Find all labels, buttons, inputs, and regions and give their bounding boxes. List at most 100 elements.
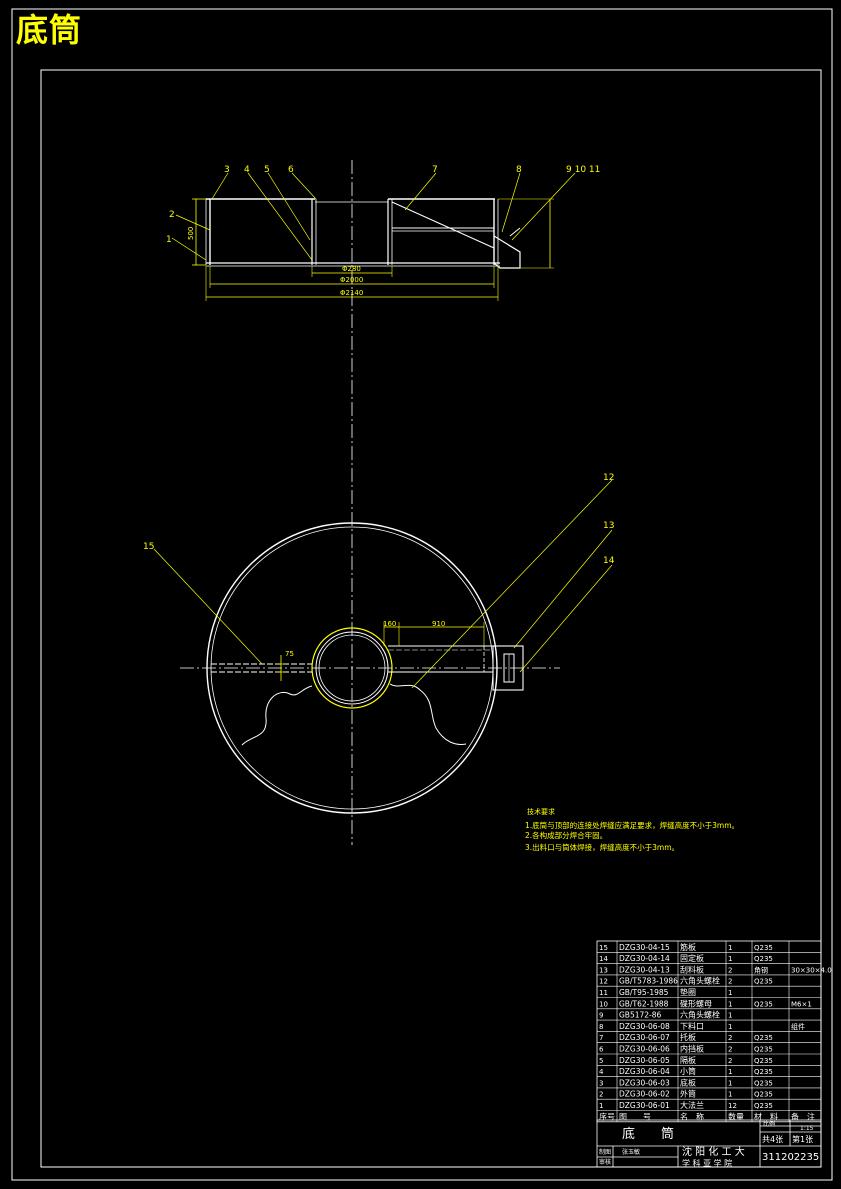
bom-cell-no: 3 — [599, 1079, 603, 1087]
bom-cell-name: 碟形螺母 — [680, 998, 712, 1008]
bom-cell-code: DZG30-06-02 — [619, 1090, 670, 1099]
title-block-text: 底 筒 比例 1:15 共4张 第1张 制图 张玉敏 审核 沈 阳 化 工 大 … — [599, 1120, 819, 1168]
bom-cell-code: DZG30-06-06 — [619, 1045, 670, 1054]
title-block-scale-label: 比例 — [763, 1120, 775, 1128]
bom-cell-qty: 1 — [728, 1023, 732, 1031]
bom-cell-qty: 1 — [728, 1091, 732, 1099]
bom-cell-no: 2 — [599, 1091, 603, 1099]
bom-cell-qty: 1 — [728, 1068, 732, 1076]
bom-cell-code: DZG30-06-03 — [619, 1078, 670, 1087]
bom-cell-note: 组件 — [791, 1022, 805, 1031]
drawing-frame — [40, 69, 822, 1168]
bom-cell-no: 11 — [599, 989, 608, 997]
bom-cell-material: Q235 — [754, 944, 773, 952]
bom-cell-no: 15 — [599, 944, 608, 952]
bom-cell-name: 底板 — [680, 1077, 696, 1087]
title-block-school-line2: 学 科 亚 学 院 — [682, 1158, 732, 1168]
bom-cell-name: 内挡板 — [680, 1044, 704, 1054]
front-balloon: 4 — [244, 165, 250, 175]
bom-cell-name: 筋板 — [680, 942, 696, 952]
front-view-labels: 1 2 3 4 5 6 7 8 9 10 11 500 Φ280 Φ2000 Φ… — [166, 165, 600, 297]
bom-cell-qty: 2 — [728, 1057, 732, 1065]
plan-view — [153, 479, 613, 814]
bom-cell-material: Q235 — [754, 955, 773, 963]
dim-outer-text: Φ2140 — [340, 289, 363, 297]
bom-cell-material: Q235 — [754, 1046, 773, 1054]
plan-balloon: 13 — [603, 521, 614, 531]
bom-cell-no: 10 — [599, 1000, 608, 1008]
bom-cell-qty: 2 — [728, 1034, 732, 1042]
bom-cell-qty: 2 — [728, 1046, 732, 1054]
front-balloon: 5 — [264, 165, 270, 175]
bom-cell-name: 外筒 — [680, 1089, 696, 1099]
bom-cell-code: GB5172-86 — [619, 1011, 662, 1020]
bom-cell-name: 托板 — [680, 1032, 696, 1042]
bom-cell-qty: 1 — [728, 1012, 732, 1020]
bom-cell-no: 7 — [599, 1034, 603, 1042]
bom-cell-name: 大法兰 — [680, 1100, 704, 1110]
front-scraper — [391, 201, 495, 249]
bom-cell-code: GB/T5783-1986 — [619, 977, 678, 986]
front-view — [171, 160, 576, 845]
plan-break-line-left — [241, 685, 313, 746]
bom-cell-qty: 12 — [728, 1102, 737, 1110]
dim-height-text: 500 — [187, 227, 195, 240]
dim-inner-text: Φ280 — [342, 265, 361, 273]
bom-cell-qty: 1 — [728, 989, 732, 997]
front-balloon: 3 — [224, 165, 230, 175]
bom-cell-no: 14 — [599, 955, 608, 963]
bom-cell-code: GB/T62-1988 — [619, 999, 669, 1008]
bom-cell-material: Q235 — [754, 1068, 773, 1076]
bom-header-cell: 图 号 — [619, 1112, 651, 1121]
bom-cell-no: 6 — [599, 1046, 604, 1054]
dim-910-text: 910 — [432, 620, 445, 628]
bom-cell-note: 30×30×4.0 — [791, 966, 832, 974]
dim-middle-text: Φ2000 — [340, 276, 363, 284]
bom-cell-code: GB/T95-1985 — [619, 988, 669, 997]
bom-cell-material: Q235 — [754, 1057, 773, 1065]
title-block-part-name: 底 筒 — [622, 1126, 674, 1142]
bom-cell-material: 角钢 — [754, 965, 768, 974]
bom-cell-no: 1 — [599, 1102, 603, 1110]
bom-cell-material: Q235 — [754, 978, 773, 986]
page-title: 底筒 — [16, 11, 83, 49]
bom-header-cell: 备 注 — [791, 1111, 815, 1121]
bom-cell-material: Q235 — [754, 1091, 773, 1099]
bom-cell-material: Q235 — [754, 1000, 773, 1008]
tech-note-line: 1.底筒与顶部的连接处焊缝应满足要求，焊缝高度不小于3mm。 — [525, 820, 739, 830]
bom-cell-no: 4 — [599, 1068, 604, 1076]
front-balloon: 6 — [288, 165, 294, 175]
bom-cell-qty: 1 — [728, 955, 732, 963]
bom-cell-note: M6×1 — [791, 1000, 812, 1008]
bom-cell-no: 5 — [599, 1057, 603, 1065]
title-block-designer: 张玉敏 — [622, 1148, 640, 1156]
title-block-checker-label: 审核 — [599, 1158, 611, 1166]
bom-cell-code: DZG30-06-04 — [619, 1067, 670, 1076]
tech-notes: 技术要求 1.底筒与顶部的连接处焊缝应满足要求，焊缝高度不小于3mm。 2.各构… — [525, 807, 739, 852]
bom-cell-material: Q235 — [754, 1079, 773, 1087]
bom-cell-code: DZG30-04-13 — [619, 965, 670, 974]
bom-cell-qty: 2 — [728, 978, 732, 986]
bom-cell-qty: 1 — [728, 1000, 732, 1008]
bom-header-cell: 序号 — [599, 1111, 615, 1121]
dim-160-text: 160 — [383, 620, 396, 628]
dim-75-text: 75 — [285, 650, 294, 658]
bom-cell-code: DZG30-04-14 — [619, 954, 670, 963]
tech-note-line: 2.各构成部分焊合牢固。 — [525, 830, 607, 840]
front-balloon: 1 — [166, 235, 172, 245]
bom-cell-name: 六角头螺栓 — [680, 1010, 720, 1020]
bom-cell-name: 固定板 — [680, 953, 704, 963]
bom-cell-name: 六角头螺栓 — [680, 976, 720, 986]
bom-cell-code: DZG30-06-05 — [619, 1056, 670, 1065]
plan-break-line-right — [389, 683, 467, 745]
bom-cell-no: 8 — [599, 1023, 603, 1031]
bom-cell-material: Q235 — [754, 1034, 773, 1042]
bom-cell-qty: 2 — [728, 966, 732, 974]
bom-cell-qty: 1 — [728, 944, 732, 952]
title-block-drawing-no: 311202235 — [762, 1152, 819, 1163]
bom-header-cell: 材 料 — [754, 1111, 778, 1121]
plan-view-labels: 12 13 14 15 160 910 75 — [143, 473, 615, 658]
bom-cell-no: 12 — [599, 978, 608, 986]
bom-cell-material: Q235 — [754, 1102, 773, 1110]
